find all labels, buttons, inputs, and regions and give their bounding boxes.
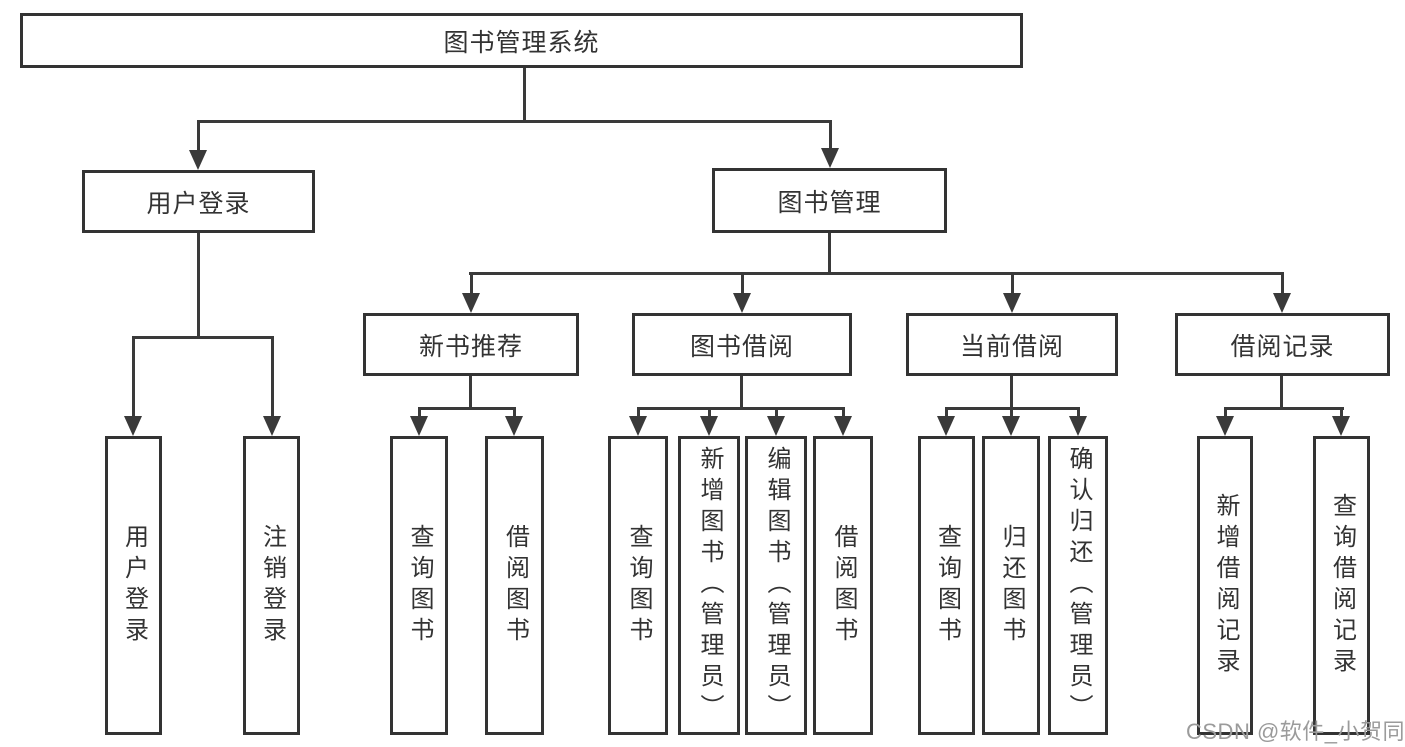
node-bb-borrow-book-label: 借阅图书 — [830, 523, 857, 648]
watermark: CSDN @软件_小贺同学 — [1186, 719, 1405, 744]
arrow-down-icon — [700, 416, 718, 436]
connector-line — [270, 336, 274, 420]
connector-line — [1010, 376, 1013, 410]
node-cb-return-book-label: 归还图书 — [998, 523, 1025, 648]
arrow-down-icon — [834, 416, 852, 436]
connector-line — [944, 407, 948, 420]
node-bb-add-book-label: 新增图书（管理员） — [696, 446, 723, 725]
node-nbr-query-book: 查询图书 — [390, 436, 448, 735]
node-cb-return-book: 归还图书 — [982, 436, 1040, 735]
node-logout-action-label: 注销登录 — [258, 523, 286, 648]
node-nbr-borrow-book-label: 借阅图书 — [501, 523, 529, 648]
node-new-book-rec-label: 新书推荐 — [418, 332, 523, 361]
node-br-add-record-label: 新增借阅记录 — [1212, 492, 1239, 679]
connector-line — [637, 407, 845, 410]
arrow-down-icon — [505, 416, 523, 436]
connector-line — [197, 120, 831, 123]
connector-line — [740, 272, 744, 297]
arrow-down-icon — [263, 416, 281, 436]
connector-line — [1339, 407, 1343, 420]
node-br-add-record: 新增借阅记录 — [1197, 436, 1253, 735]
node-user-login: 用户登录 — [82, 170, 315, 233]
arrow-down-icon — [1332, 416, 1350, 436]
connector-line — [469, 272, 473, 297]
node-bb-edit-book: 编辑图书（管理员） — [745, 436, 807, 735]
connector-line — [512, 407, 516, 420]
node-root: 图书管理系统 — [20, 13, 1023, 68]
arrow-down-icon — [1002, 416, 1020, 436]
node-book-mgmt: 图书管理 — [712, 168, 947, 233]
node-bb-query-book: 查询图书 — [608, 436, 668, 735]
node-login-action: 用户登录 — [105, 436, 162, 735]
node-current-borrow: 当前借阅 — [906, 313, 1118, 376]
node-user-login-label: 用户登录 — [146, 189, 251, 218]
arrow-down-icon — [733, 293, 751, 313]
connector-line — [197, 233, 200, 339]
arrow-down-icon — [629, 416, 647, 436]
connector-line — [417, 407, 421, 420]
node-nbr-borrow-book: 借阅图书 — [485, 436, 544, 735]
node-book-mgmt-label: 图书管理 — [777, 188, 882, 217]
node-br-query-record: 查询借阅记录 — [1313, 436, 1370, 735]
connector-line — [636, 407, 640, 420]
connector-line — [841, 407, 845, 420]
connector-line — [828, 120, 832, 152]
connector-line — [196, 120, 200, 154]
node-bb-query-book-label: 查询图书 — [625, 523, 652, 648]
connector-line — [828, 233, 831, 275]
node-book-borrow: 图书借阅 — [632, 313, 852, 376]
arrow-down-icon — [937, 416, 955, 436]
node-cb-query-book: 查询图书 — [918, 436, 975, 735]
arrow-down-icon — [1003, 293, 1021, 313]
node-bb-borrow-book: 借阅图书 — [813, 436, 873, 735]
arrow-down-icon — [1216, 416, 1234, 436]
connector-line — [707, 407, 711, 420]
connector-line — [132, 336, 274, 339]
connector-line — [1280, 376, 1283, 410]
arrow-down-icon — [1273, 293, 1291, 313]
node-logout-action: 注销登录 — [243, 436, 300, 735]
node-borrow-record: 借阅记录 — [1175, 313, 1390, 376]
node-bb-edit-book-label: 编辑图书（管理员） — [763, 446, 790, 725]
node-br-query-record-label: 查询借阅记录 — [1328, 492, 1356, 679]
node-cb-confirm-return-label: 确认归还（管理员） — [1065, 446, 1092, 725]
connector-line — [131, 336, 135, 420]
connector-line — [774, 407, 778, 420]
connector-line — [1009, 407, 1013, 420]
arrow-down-icon — [821, 148, 839, 168]
node-login-action-label: 用户登录 — [120, 523, 148, 648]
node-borrow-record-label: 借阅记录 — [1230, 332, 1335, 361]
arrow-down-icon — [462, 293, 480, 313]
node-current-borrow-label: 当前借阅 — [959, 332, 1064, 361]
connector-line — [945, 407, 1080, 410]
node-cb-query-book-label: 查询图书 — [933, 523, 961, 648]
node-bb-add-book: 新增图书（管理员） — [678, 436, 740, 735]
connector-line — [1224, 407, 1344, 410]
node-root-label: 图书管理系统 — [443, 28, 600, 57]
arrow-down-icon — [124, 416, 142, 436]
node-book-borrow-label: 图书借阅 — [689, 332, 794, 361]
connector-line — [469, 376, 472, 410]
connector-line — [418, 407, 516, 410]
connector-line — [740, 376, 743, 410]
connector-line — [1280, 272, 1284, 297]
connector-line — [1010, 272, 1014, 297]
node-cb-confirm-return: 确认归还（管理员） — [1048, 436, 1108, 735]
arrow-down-icon — [189, 150, 207, 170]
arrow-down-icon — [767, 416, 785, 436]
connector-line — [523, 68, 526, 123]
node-nbr-query-book-label: 查询图书 — [406, 523, 433, 648]
arrow-down-icon — [1069, 416, 1087, 436]
arrow-down-icon — [410, 416, 428, 436]
connector-line — [469, 272, 1284, 275]
connector-line — [1223, 407, 1227, 420]
node-new-book-rec: 新书推荐 — [363, 313, 579, 376]
connector-line — [1076, 407, 1080, 420]
